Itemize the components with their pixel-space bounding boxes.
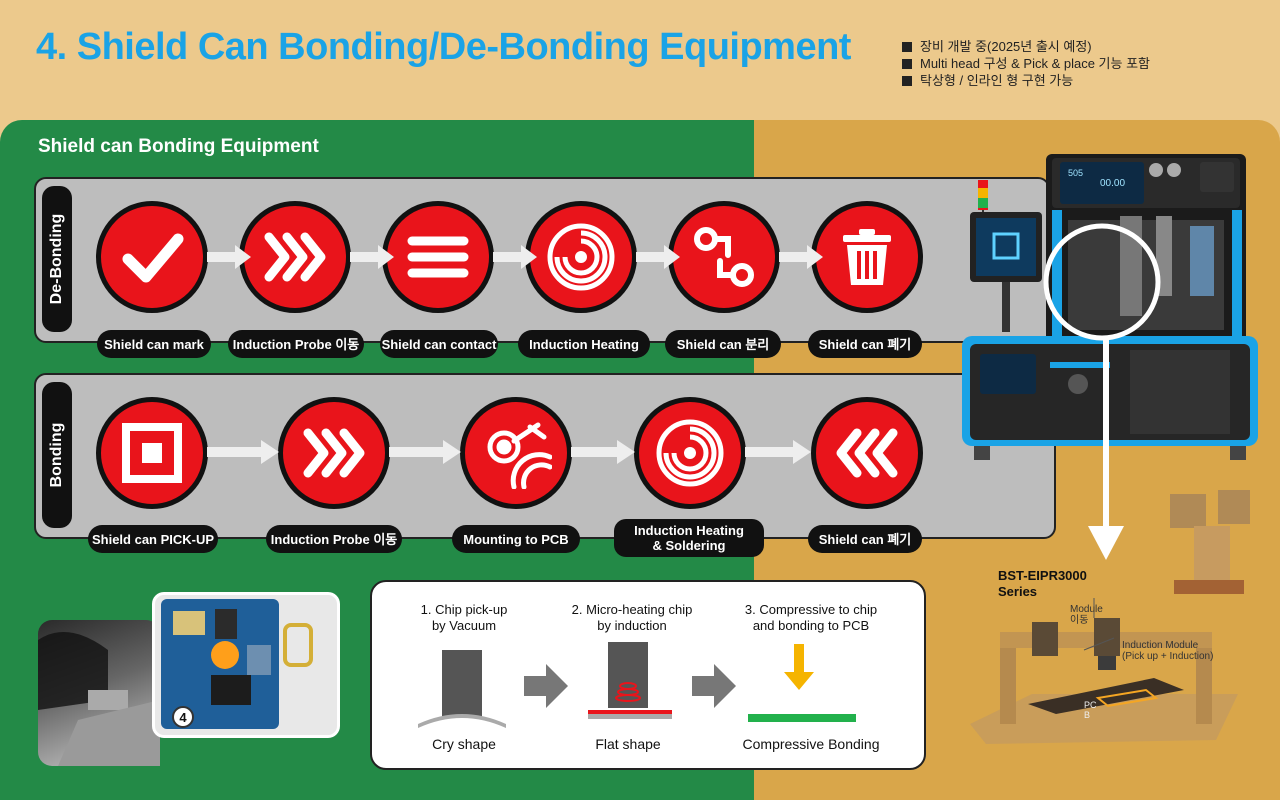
debond-step-1-label: Shield can mark	[97, 330, 211, 358]
heating-coil-icon	[547, 223, 615, 291]
step-arrow-icon	[692, 664, 736, 708]
bond-step-2	[278, 397, 390, 509]
flow-arrow-icon	[207, 440, 279, 464]
bond-step-2-label: Induction Probe 이동	[266, 525, 402, 553]
bond-step-5	[811, 397, 923, 509]
cmp-step-2-title: 2. Micro-heating chip by induction	[571, 602, 693, 633]
step-arrow-icon	[524, 664, 568, 708]
bond-step-5-label: Shield can 폐기	[808, 525, 922, 553]
probe-photo-illustration	[38, 632, 160, 766]
flow-arrow-icon	[636, 245, 680, 269]
bullet-square-icon	[902, 75, 912, 86]
bullet-item: 탁상형 / 인라인 형 구현 가능	[902, 72, 1150, 89]
chevrons-right-icon	[264, 232, 326, 282]
checkmark-icon	[122, 233, 184, 283]
debond-step-1	[96, 201, 208, 313]
equipment-photo	[38, 620, 160, 766]
trash-icon	[843, 229, 891, 285]
debond-step-5	[668, 201, 780, 313]
chevrons-right-icon	[303, 428, 365, 478]
cry-shape-diagram	[418, 650, 506, 728]
machine-screen-value: 00.00	[1100, 178, 1125, 189]
bond-step-1	[96, 397, 208, 509]
debonding-tab: De-Bonding	[42, 186, 72, 332]
bonding-machine-illustration: 505 00.00	[962, 154, 1258, 460]
cmp-step-3-caption: Compressive Bonding	[742, 736, 880, 752]
header	[0, 0, 1280, 120]
bond-step-3	[460, 397, 572, 509]
chevrons-left-icon	[836, 428, 898, 478]
cmp-step-1-caption: Cry shape	[432, 736, 496, 752]
bond-step-4-label: Induction Heating & Soldering	[614, 519, 764, 557]
bullet-square-icon	[902, 58, 912, 69]
pcb-photo: 4	[152, 592, 340, 738]
pcb-badge: 4	[179, 710, 187, 725]
detail-arrow-icon	[1088, 336, 1124, 560]
debond-step-4-label: Induction Heating	[518, 330, 650, 358]
flow-arrow-icon	[207, 245, 251, 269]
bond-step-1-label: Shield can PICK-UP	[88, 525, 218, 553]
module-photo-illustration	[1170, 490, 1250, 594]
bonding-tab: Bonding	[42, 382, 72, 528]
bond-step-3-label: Mounting to PCB	[452, 525, 580, 553]
bullet-item: 장비 개발 중(2025년 출시 예정)	[902, 38, 1150, 55]
cmp-step-3-title: 3. Compressive to chip and bonding to PC…	[744, 602, 878, 633]
bullet-list: 장비 개발 중(2025년 출시 예정) Multi head 구성 & Pic…	[902, 38, 1150, 89]
bond-step-4	[634, 397, 746, 509]
debond-step-2	[239, 201, 351, 313]
flow-arrow-icon	[571, 440, 635, 464]
debond-step-6-label: Shield can 폐기	[808, 330, 922, 358]
debond-step-4	[525, 201, 637, 313]
square-target-icon	[122, 423, 182, 483]
pcb-illustration: 4	[161, 599, 313, 729]
debond-step-3-label: Shield can contact	[380, 330, 498, 358]
machine-screen-small: 505	[1068, 168, 1083, 178]
induction-module-label: Induction Module (Pick up + Induction)	[1122, 640, 1214, 662]
flow-arrow-icon	[389, 440, 461, 464]
separate-icon	[694, 227, 754, 287]
flow-arrow-icon	[745, 440, 811, 464]
debond-step-6	[811, 201, 923, 313]
bars-icon	[407, 236, 469, 278]
section-title: Shield can Bonding Equipment	[38, 136, 319, 157]
compressive-bonding-diagram	[748, 644, 856, 722]
mounting-icon	[487, 422, 552, 489]
page-title: 4. Shield Can Bonding/De-Bonding Equipme…	[36, 26, 851, 68]
cmp-step-2-caption: Flat shape	[595, 736, 661, 752]
series-label: BST-EIPR3000 Series	[998, 568, 1087, 599]
flow-arrow-icon	[493, 245, 537, 269]
debond-step-3	[382, 201, 494, 313]
flow-arrow-icon	[350, 245, 394, 269]
debond-step-5-label: Shield can 분리	[665, 330, 781, 358]
module-diagram	[970, 598, 1238, 744]
flat-shape-diagram	[588, 642, 672, 719]
heating-coil-icon	[656, 419, 724, 487]
flow-arrow-icon	[779, 245, 823, 269]
bullet-square-icon	[902, 41, 912, 52]
module-move-label: Module 이동	[1070, 604, 1103, 626]
process-comparison-box: 1. Chip pick-up by Vacuum 2. Micro-heati…	[370, 580, 926, 770]
pcb-label: PC B	[1084, 700, 1097, 720]
bullet-item: Multi head 구성 & Pick & place 기능 포함	[902, 55, 1150, 72]
cmp-step-1-title: 1. Chip pick-up by Vacuum	[420, 602, 508, 633]
debond-step-2-label: Induction Probe 이동	[228, 330, 364, 358]
